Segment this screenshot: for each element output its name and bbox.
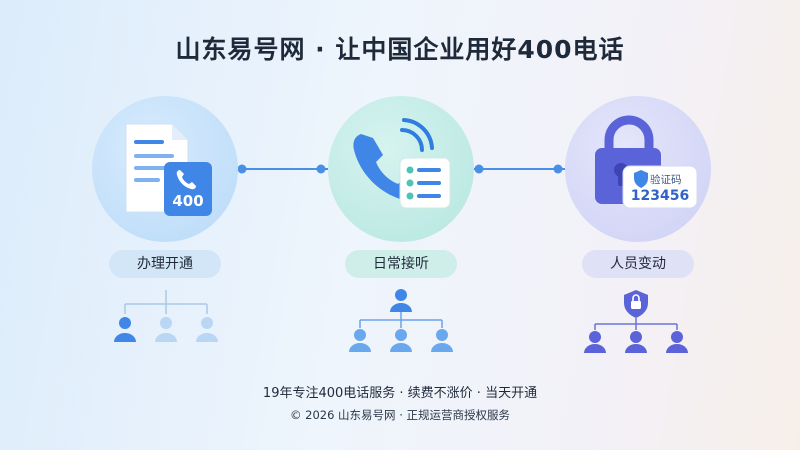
footer-features: 19年专注400电话服务 · 续费不涨价 · 当天开通 xyxy=(262,386,538,401)
page-title: 山东易号网 · 让中国企业用好400电话 xyxy=(175,35,625,64)
phone-call-icon xyxy=(353,118,451,209)
step-answer-circle xyxy=(328,96,474,242)
padlock-icon xyxy=(595,115,698,209)
step-label-change: 人员变动 xyxy=(582,250,694,278)
verify-badge-title: 验证码 xyxy=(650,174,682,186)
connector-dot xyxy=(237,164,247,174)
verify-badge-code: 123456 xyxy=(630,188,690,204)
org-chart-answer-icon xyxy=(349,289,453,352)
org-chart-open-icon xyxy=(114,290,218,342)
org-chart-shield-icon xyxy=(584,290,688,353)
step-label-answer: 日常接听 xyxy=(345,250,457,278)
connector-dot xyxy=(553,164,563,174)
document-phone-icon xyxy=(125,123,212,216)
footer-copyright: © 2026 山东易号网 · 正规运营商授权服务 xyxy=(289,408,511,422)
connector-dot xyxy=(316,164,326,174)
connector-dot xyxy=(474,164,484,174)
step-open-circle: 400 xyxy=(92,96,238,242)
step-label-open: 办理开通 xyxy=(109,250,221,278)
step-change-circle: 验证码 123456 xyxy=(565,96,711,242)
badge-400-text: 400 xyxy=(172,192,204,210)
